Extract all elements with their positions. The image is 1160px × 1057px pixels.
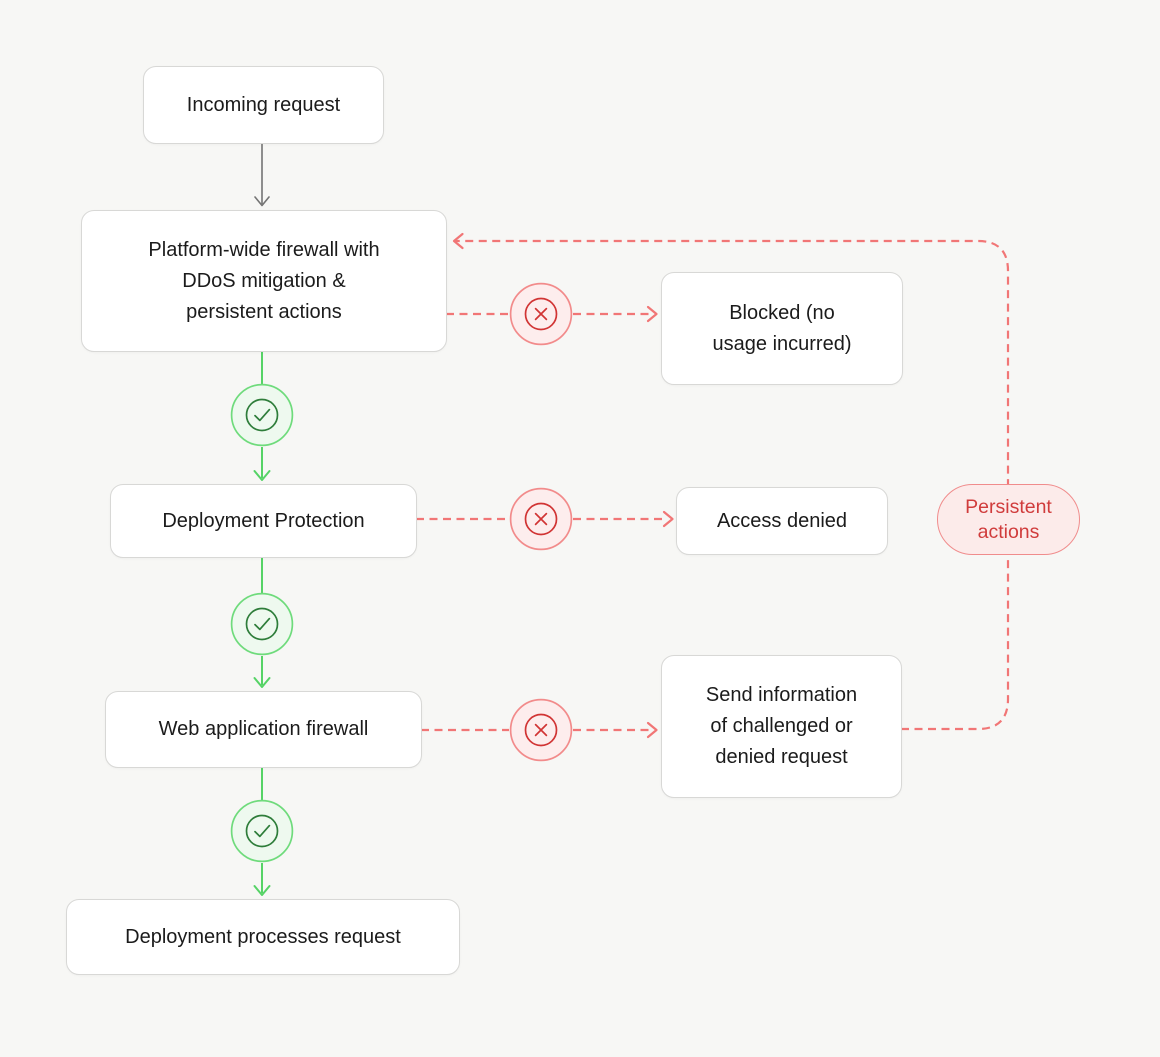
arrowhead-x2-to-access-denied [662,510,674,528]
node-deployment-protection: Deployment Protection [110,484,417,558]
node-deployment-protection-label: Deployment Protection [162,509,365,532]
node-incoming-request: Incoming request [143,66,384,144]
arrowhead-check2 [253,677,271,688]
node-platform-firewall-label: Platform-wide firewall with DDoS mitigat… [148,238,380,323]
arrowhead-check1 [253,470,271,481]
node-deployment-processes-request: Deployment processes request [66,899,460,975]
arrowhead-check3 [253,885,271,896]
arrowhead-x1-to-blocked [646,305,658,323]
arrowhead-x3-to-send-info [646,721,658,739]
check-circle-icon [230,383,294,447]
node-blocked-label: Blocked (no usage incurred) [712,301,852,355]
x-circle-icon [509,698,573,762]
check-circle-icon [230,592,294,656]
node-blocked: Blocked (no usage incurred) [661,272,903,385]
node-send-information-label: Send information of challenged or denied… [705,684,858,768]
check-circle-icon [230,799,294,863]
node-deployment-processes-request-label: Deployment processes request [125,925,401,948]
node-access-denied-label: Access denied [716,509,848,532]
x-circle-icon [509,282,573,346]
node-send-information: Send information of challenged or denied… [661,655,902,798]
persistent-actions-badge-label: Persistent actions [965,495,1052,543]
node-web-application-firewall: Web application firewall [105,691,422,768]
persistent-actions-badge: Persistent actions [937,484,1080,555]
node-web-application-firewall-label: Web application firewall [158,718,369,740]
node-platform-firewall: Platform-wide firewall with DDoS mitigat… [81,210,447,352]
x-circle-icon [509,487,573,551]
arrowhead-loop-to-firewall [452,232,464,250]
node-access-denied: Access denied [676,487,888,555]
node-incoming-request-label: Incoming request [186,93,341,116]
arrowhead-incoming-to-firewall [254,196,270,207]
